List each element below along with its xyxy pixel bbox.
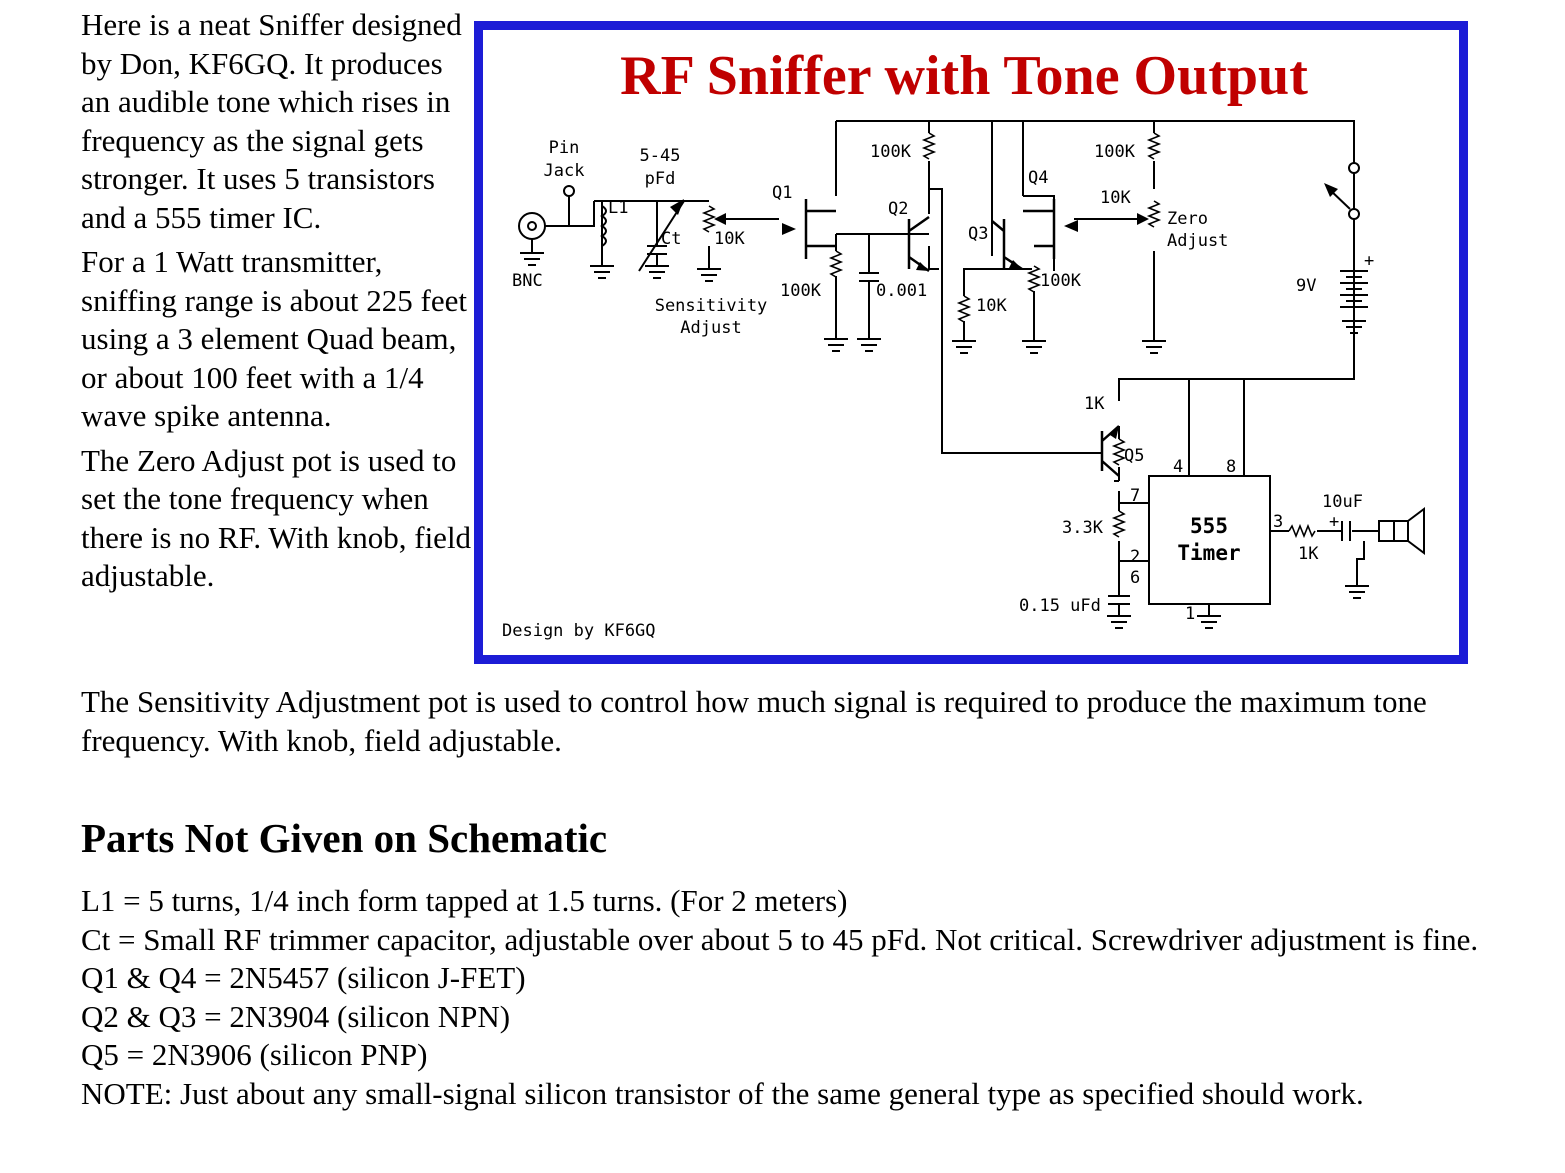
parts-list: L1 = 5 turns, 1/4 inch form tapped at 1.…	[81, 882, 1521, 1113]
parts-line: Q1 & Q4 = 2N5457 (silicon J-FET)	[81, 960, 526, 995]
wires	[835, 120, 1395, 616]
label-timer-line2: Timer	[1177, 541, 1240, 565]
label-l1: L1	[608, 198, 628, 218]
label-pin: Pin	[549, 138, 580, 158]
label-pin3: 3	[1273, 512, 1283, 532]
label-r-zero: 10K	[1100, 188, 1131, 208]
schematic-diagram: RF Sniffer with Tone Output	[474, 21, 1468, 664]
resistors	[701, 132, 1316, 539]
label-pot-sens: 10K	[714, 229, 745, 249]
parts-note: NOTE: Just about any small-signal silico…	[81, 1075, 1364, 1111]
label-r-q4: 100K	[1040, 271, 1082, 291]
label-pin6: 6	[1130, 568, 1140, 588]
label-c-10uf: 10uF	[1322, 492, 1363, 512]
label-cap-value: 5-45	[640, 146, 681, 166]
label-r-top1: 100K	[870, 142, 912, 162]
intro-paragraph-3: The Zero Adjust pot is used to set the t…	[81, 442, 472, 594]
label-pin1: 1	[1185, 604, 1195, 624]
label-c-001: 0.001	[876, 281, 927, 301]
label-sens-line1: Sensitivity	[655, 296, 768, 316]
sensitivity-paragraph: The Sensitivity Adjustment pot is used t…	[81, 684, 1427, 758]
speaker	[1393, 507, 1425, 555]
label-r-q3e: 10K	[976, 296, 1007, 316]
label-zero-line2: Adjust	[1167, 231, 1228, 251]
parts-line: Ct = Small RF trimmer capacitor, adjusta…	[81, 921, 1479, 957]
label-battery: 9V	[1296, 276, 1316, 296]
parts-heading: Parts Not Given on Schematic	[81, 815, 608, 861]
intro-paragraph-1: Here is a neat Sniffer designed by Don, …	[81, 7, 462, 235]
grounds	[520, 252, 1369, 629]
label-bnc: BNC	[512, 271, 543, 291]
intro-text: Here is a neat Sniffer designed by Don, …	[81, 6, 476, 602]
label-c-015: 0.15 uFd	[1019, 596, 1101, 616]
zero-wiper	[1137, 213, 1149, 225]
label-timer-line1: 555	[1190, 514, 1228, 538]
label-r-33k: 3.3K	[1062, 518, 1104, 538]
label-q2: Q2	[888, 199, 908, 219]
parts-line: Q5 = 2N3906 (silicon PNP)	[81, 1037, 428, 1072]
label-q3: Q3	[968, 224, 988, 244]
label-r-out: 1K	[1298, 544, 1319, 564]
label-r-q1: 100K	[780, 281, 822, 301]
parts-line: L1 = 5 turns, 1/4 inch form tapped at 1.…	[81, 883, 848, 918]
intro-paragraph-2: For a 1 Watt transmitter, sniffing range…	[81, 244, 467, 433]
schematic-title: RF Sniffer with Tone Output	[620, 45, 1308, 107]
pin-jack	[563, 185, 575, 197]
label-pin4: 4	[1173, 457, 1183, 477]
schematic-figure: RF Sniffer with Tone Output	[474, 21, 1468, 664]
capacitors	[647, 245, 1351, 605]
schematic-border	[474, 21, 1468, 664]
label-ct: Ct	[661, 229, 681, 249]
label-cap-plus: +	[1329, 512, 1339, 532]
label-zero-line1: Zero	[1167, 209, 1208, 229]
label-jack: Jack	[544, 161, 585, 181]
label-q4: Q4	[1028, 168, 1048, 188]
timer-555-box	[1148, 475, 1271, 605]
bnc-connector	[518, 196, 603, 253]
label-sens-line2: Adjust	[680, 318, 741, 338]
label-battery-plus: +	[1364, 251, 1374, 271]
label-r-1k-top: 1K	[1084, 394, 1105, 414]
transistor-arrows	[782, 220, 1119, 439]
coil-l1	[600, 205, 607, 247]
sens-wiper	[714, 213, 726, 225]
label-r-top2: 100K	[1094, 142, 1136, 162]
label-cap-unit: pFd	[645, 169, 676, 189]
trimmer-arrow	[670, 199, 684, 215]
sensitivity-text: The Sensitivity Adjustment pot is used t…	[81, 683, 1521, 760]
switch-arrow	[1324, 183, 1338, 197]
label-pin2: 2	[1130, 547, 1140, 567]
parts-line: Q2 & Q3 = 2N3904 (silicon NPN)	[81, 998, 511, 1034]
label-q1: Q1	[772, 183, 792, 203]
label-pin8: 8	[1226, 457, 1236, 477]
label-q5: Q5	[1124, 446, 1144, 466]
label-pin7: 7	[1130, 486, 1140, 506]
schematic-credit: Design by KF6GQ	[502, 621, 656, 641]
